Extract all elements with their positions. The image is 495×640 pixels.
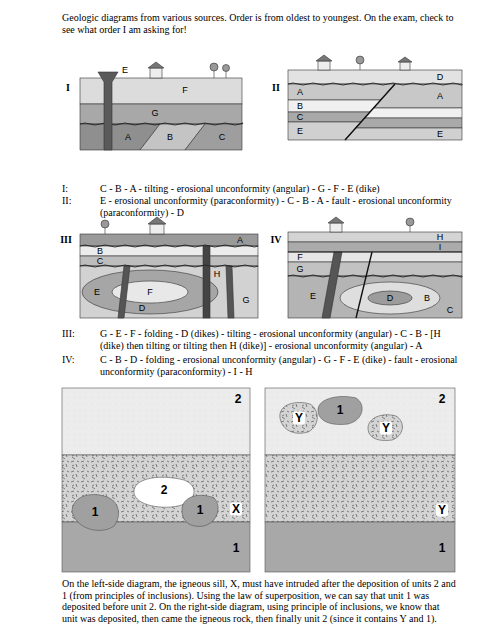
unit-letter: A (125, 132, 131, 142)
unit-letter: I (439, 242, 442, 252)
unit-letter: F (182, 85, 188, 95)
unit-letter: C (219, 132, 226, 142)
diagram-four (288, 217, 462, 318)
unit-label: 2 (439, 393, 446, 406)
unit-label: 1 (439, 542, 446, 555)
note-text: III: (62, 328, 96, 340)
inclusion-diagram-left (62, 388, 250, 572)
unit-label: 1 (197, 504, 204, 517)
unit-letter: G (242, 295, 249, 305)
diagram-numeral: IV (270, 234, 281, 246)
unit-label: 2 (161, 484, 168, 497)
diagram-numeral: I (66, 82, 70, 94)
unit-letter: E (122, 65, 128, 75)
unit-letter: E (437, 129, 443, 139)
unit-label: Y (380, 422, 392, 435)
unit-letter: C (297, 112, 304, 122)
unit-letter: E (94, 287, 100, 297)
unit-label: 1 (337, 404, 344, 417)
note-text: Geologic diagrams from various sources. … (62, 12, 457, 35)
diagram-one (80, 62, 243, 150)
unit-letter: B (167, 132, 173, 142)
unit-letter: F (297, 252, 303, 262)
unit-letter: B (297, 101, 303, 111)
unit-label: 1 (92, 506, 99, 519)
unit-label: 1 (233, 542, 240, 555)
note-text: I: (62, 183, 96, 195)
unit-letter: F (147, 287, 153, 297)
unit-letter: A (237, 235, 243, 245)
unit-letter: C (97, 256, 104, 266)
unit-label: Y (436, 504, 448, 517)
diagram-three (80, 217, 258, 318)
unit-letter: A (437, 91, 443, 101)
unit-letter: D (139, 303, 146, 313)
note-text: On the left-side diagram, the igneous si… (62, 578, 457, 624)
unit-label: Y (293, 412, 305, 425)
note-text: C - B - D - folding - erosional unconfor… (100, 354, 460, 377)
inclusion-diagram-right (265, 388, 455, 572)
diagram-two (288, 55, 462, 140)
unit-letter: H (437, 232, 444, 242)
unit-label: 2 (235, 393, 242, 406)
unit-letter: H (214, 269, 221, 279)
unit-letter: D (387, 293, 394, 303)
note-text: IV: (62, 354, 96, 366)
unit-letter: E (297, 126, 303, 136)
unit-letter: G (151, 108, 158, 118)
unit-label: X (230, 503, 242, 516)
diagram-numeral: II (272, 82, 280, 94)
unit-letter: C (447, 305, 454, 315)
note-text: E - erosional unconformity (paraconformi… (100, 195, 460, 218)
unit-letter: B (424, 293, 430, 303)
unit-letter: A (297, 87, 303, 97)
unit-letter: D (437, 72, 444, 82)
unit-letter: E (310, 291, 316, 301)
diagram-numeral: III (60, 234, 72, 246)
unit-letter: G (296, 264, 303, 274)
note-text: C - B - A - tilting - erosional unconfor… (100, 183, 460, 195)
unit-letter: B (97, 246, 103, 256)
note-text: II: (62, 195, 96, 207)
note-text: G - E - F - folding - D (dikes) - tiltin… (100, 328, 460, 351)
